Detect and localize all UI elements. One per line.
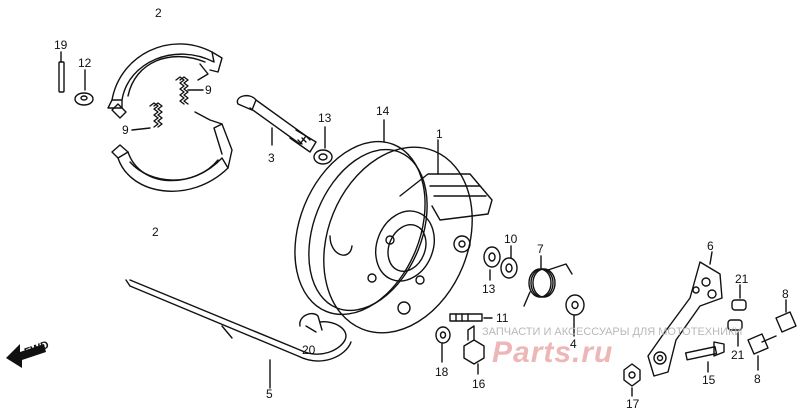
clip-20 <box>299 312 323 333</box>
bolt-16 <box>463 325 485 375</box>
fwd-label: FWD <box>23 339 51 359</box>
callout-21-top: 21 <box>735 272 749 286</box>
callout-16: 16 <box>472 377 486 391</box>
washer-4 <box>565 294 585 337</box>
brake-cam-3 <box>236 94 317 153</box>
callout-11: 11 <box>496 311 509 325</box>
callout-19: 19 <box>54 38 68 52</box>
callout-4: 4 <box>570 337 577 351</box>
brake-arm-6 <box>647 251 723 377</box>
spring-9-top <box>175 76 204 105</box>
seal-13-lower <box>483 246 501 281</box>
callout-13-top: 13 <box>318 111 332 125</box>
callout-7: 7 <box>537 242 544 256</box>
callout-6: 6 <box>707 239 714 253</box>
washer-18 <box>435 326 451 363</box>
callout-13-bottom: 13 <box>482 282 496 296</box>
watermark-logo: Parts.ru <box>492 336 613 369</box>
fwd-arrow <box>6 344 46 368</box>
bolt-11 <box>449 313 493 322</box>
brake-shoe-upper <box>107 43 223 119</box>
callout-20: 20 <box>302 343 316 357</box>
callout-8-bottom: 8 <box>754 372 761 386</box>
spring-9-bottom <box>131 102 163 131</box>
callout-2-top: 2 <box>155 6 162 20</box>
washer-12 <box>74 69 94 106</box>
pin-8-upper <box>775 299 797 333</box>
callout-21-bottom: 21 <box>731 348 745 362</box>
nut-17 <box>623 363 641 397</box>
brake-panel-1 <box>294 119 493 334</box>
callout-17: 17 <box>626 397 640 411</box>
bushing-10 <box>500 245 518 279</box>
callout-14: 14 <box>376 104 390 118</box>
joint-21-lower <box>727 319 743 347</box>
callout-15: 15 <box>702 373 716 387</box>
brake-shoe-lower <box>111 111 233 192</box>
seal-13-upper <box>313 126 333 165</box>
watermark-caption: ЗАПЧАСТИ И АКСЕССУАРЫ ДЛЯ МОТОТЕХНИКИ <box>482 326 742 338</box>
callout-12: 12 <box>78 56 92 70</box>
return-spring-7 <box>523 255 573 307</box>
callout-3: 3 <box>268 151 275 165</box>
joint-21-upper <box>731 284 747 311</box>
callout-18: 18 <box>435 365 449 379</box>
callout-2-bottom: 2 <box>152 225 159 239</box>
bolt-15 <box>684 341 725 373</box>
callout-8-top: 8 <box>782 287 789 301</box>
callout-1: 1 <box>436 127 443 141</box>
pin-8-lower <box>747 333 777 371</box>
callout-9-bottom: 9 <box>122 123 129 137</box>
brake-cable-5 <box>125 279 352 389</box>
callout-5: 5 <box>266 387 273 401</box>
pin-19 <box>58 51 65 93</box>
callout-9-top: 9 <box>205 83 212 97</box>
callout-10: 10 <box>504 232 518 246</box>
